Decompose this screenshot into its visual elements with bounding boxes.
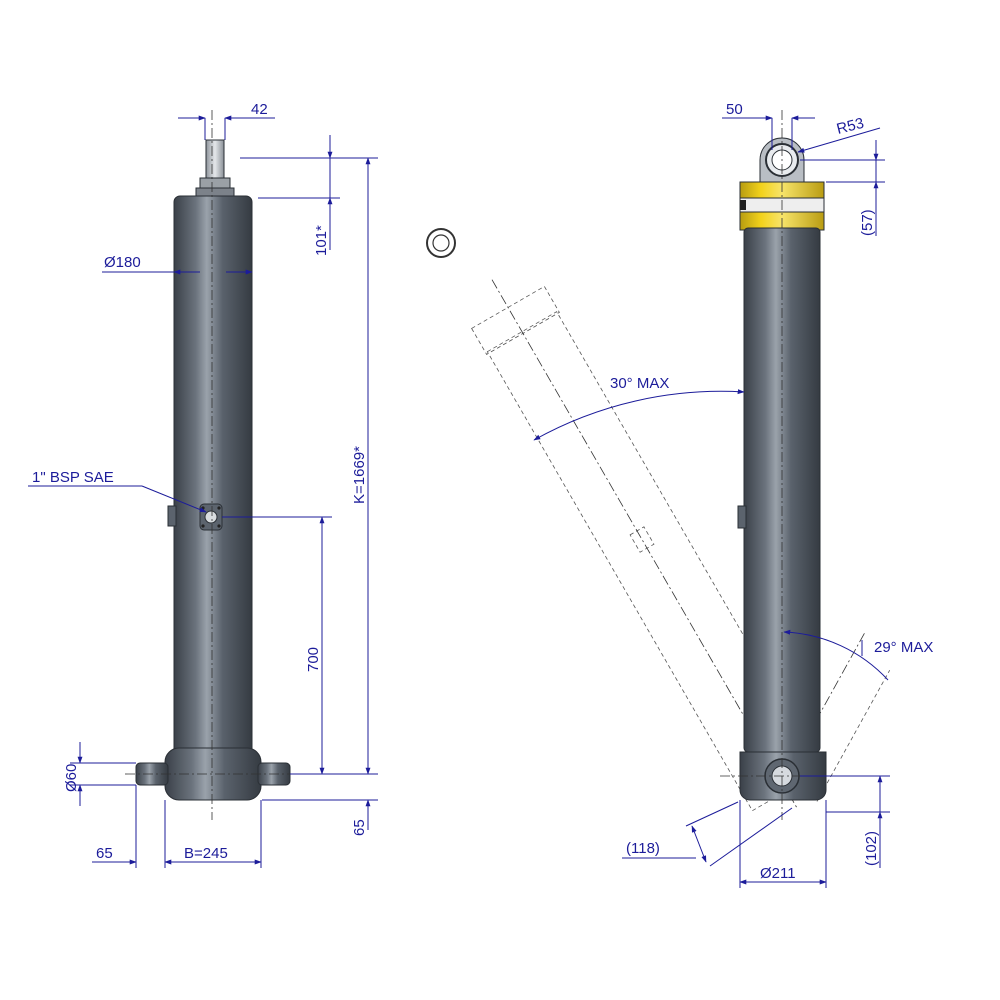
dim-base-height: (102) xyxy=(863,831,880,866)
dim-swing: (118) xyxy=(626,840,660,857)
side-bracket xyxy=(167,505,177,527)
oil-port xyxy=(199,503,223,531)
dim-top: 101* xyxy=(313,225,330,256)
dim-pin-diameter: Ø60 xyxy=(63,764,80,792)
angle-backward-label: 29° MAX xyxy=(874,639,933,656)
dim-pin-length: 65 xyxy=(96,845,113,862)
dim-port-height: 700 xyxy=(305,647,322,672)
dim-bottom: 65 xyxy=(351,819,368,836)
side-view: 50 R53 (57) 30° MAX 29° MAX (118) Ø211 xyxy=(426,101,933,888)
dim-eye-radius: R53 xyxy=(835,115,866,138)
dim-rod-width: 42 xyxy=(251,101,268,118)
dim-eye-width: 50 xyxy=(726,101,743,118)
dim-total-length: K=1669* xyxy=(351,446,368,504)
front-view: 42 101* Ø180 1" BSP SAE 700 K=1669* xyxy=(28,101,378,868)
cylinder-base xyxy=(135,747,291,801)
rod-top xyxy=(195,139,235,197)
dim-base-width: B=245 xyxy=(184,845,228,862)
dim-diameter: Ø180 xyxy=(104,254,141,271)
dim-base-diameter: Ø211 xyxy=(760,865,796,882)
port-label: 1" BSP SAE xyxy=(32,469,114,486)
angle-forward-label: 30° MAX xyxy=(610,375,669,392)
side-bracket-side xyxy=(737,505,747,529)
dim-eye-height: (57) xyxy=(859,209,876,236)
cylinder-body xyxy=(173,195,253,757)
